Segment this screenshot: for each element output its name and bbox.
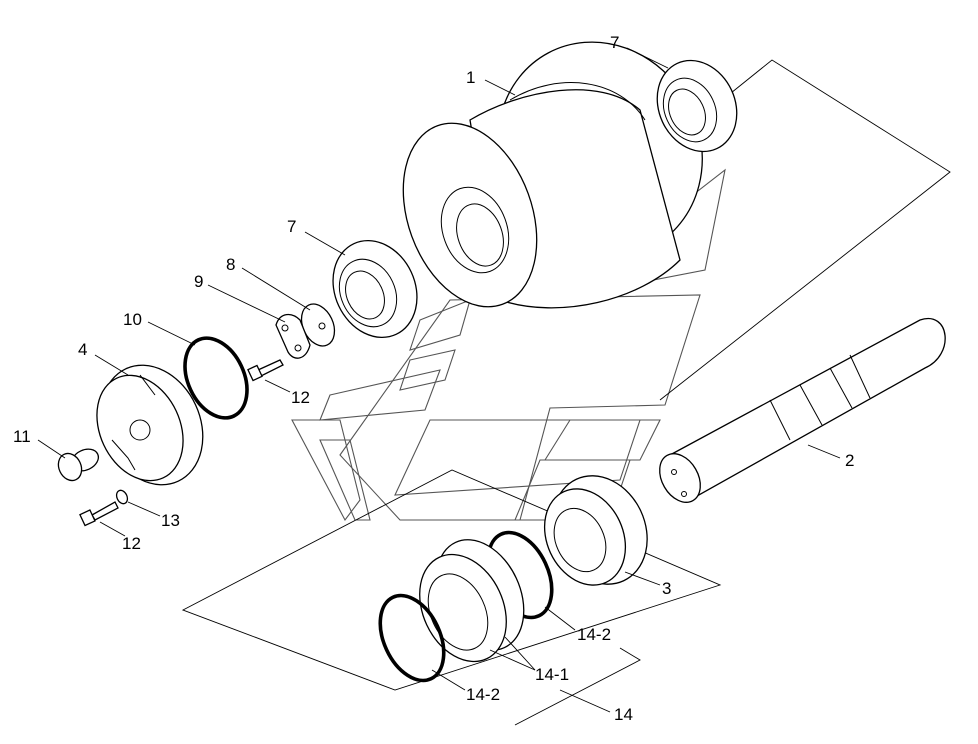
end-cover [96,364,204,486]
callout-14-1: 14-1 [535,665,569,684]
roller-body [402,41,703,309]
callout-8: 8 [226,255,235,274]
callout-7-top: 7 [610,33,619,52]
callout-9: 9 [194,272,203,291]
callout-labels: 1 7 7 8 9 10 4 11 12 12 13 2 3 14-2 14-1… [13,33,854,724]
callout-1: 1 [466,68,475,87]
lock-plate [275,313,311,359]
callout-3: 3 [662,579,671,598]
callout-7-lower: 7 [287,217,296,236]
callout-14-2-upper: 14-2 [577,625,611,644]
callout-13: 13 [161,511,180,530]
callout-2: 2 [845,451,854,470]
collar [543,475,648,586]
callout-14-2-lower: 14-2 [466,685,500,704]
callout-11: 11 [13,427,31,446]
callout-4: 4 [78,340,87,359]
bearing-lower [332,239,418,339]
bolt-lower [79,501,119,527]
callout-12-lower: 12 [122,534,141,553]
callout-12-upper: 12 [291,388,310,407]
small-washer [115,489,129,505]
bolt-upper [247,359,284,382]
leader-lines [37,47,841,726]
o-ring-14-2-lower [378,593,446,683]
callout-14: 14 [614,705,633,724]
callout-10: 10 [123,310,142,329]
assembly-outline-lower [181,469,722,691]
o-ring-10 [183,336,249,420]
shaft [659,317,946,503]
plug [57,448,100,482]
bearing-top [656,59,738,153]
